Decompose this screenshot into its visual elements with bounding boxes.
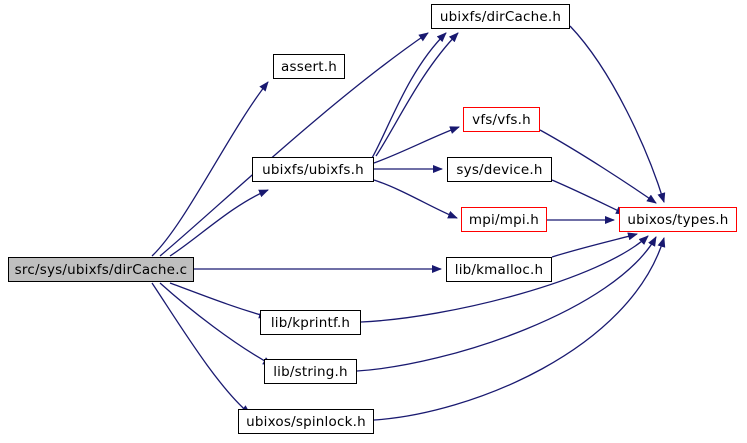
node-ubixos-spinlock-h[interactable]: ubixos/spinlock.h (238, 409, 374, 434)
node-label: lib/string.h (273, 363, 348, 380)
node-label: ubixos/spinlock.h (246, 413, 366, 430)
edge-kprintf-types (360, 235, 649, 323)
edge-root-string (159, 282, 273, 366)
node-ubixfs-ubixfs-h[interactable]: ubixfs/ubixfs.h (252, 157, 374, 182)
node-label: sys/device.h (456, 161, 543, 178)
edge-root-assert (151, 81, 269, 257)
node-label: ubixfs/ubixfs.h (262, 161, 364, 178)
node-lib-kmalloc-h[interactable]: lib/kmalloc.h (446, 257, 552, 282)
node-sys-device-h[interactable]: sys/device.h (447, 157, 552, 182)
node-label: src/sys/ubixfs/dirCache.c (14, 261, 188, 278)
node-assert-h[interactable]: assert.h (273, 54, 345, 79)
edge-root-kprintf (169, 282, 269, 319)
edge-vfs-types (539, 129, 657, 204)
edge-kmalloc-types (551, 232, 638, 258)
node-label: mpi/mpi.h (468, 211, 540, 228)
node-mpi-mpi-h[interactable]: mpi/mpi.h (461, 207, 547, 232)
edge-dircache-types (569, 25, 666, 203)
node-label: assert.h (281, 58, 337, 75)
edge-root-ubixfs (169, 189, 269, 257)
node-lib-string-h[interactable]: lib/string.h (264, 359, 357, 384)
node-label: ubixfs/dirCache.h (439, 8, 562, 25)
node-ubixos-types-h[interactable]: ubixos/types.h (619, 207, 737, 232)
node-lib-kprintf-h[interactable]: lib/kprintf.h (260, 310, 361, 335)
edge-root-spinlock (151, 282, 251, 415)
node-src-sys-ubixfs-dircache-c[interactable]: src/sys/ubixfs/dirCache.c (8, 257, 194, 282)
edge-ubixfs-mpi (373, 179, 458, 219)
edge-device-types (551, 179, 626, 215)
node-label: vfs/vfs.h (472, 111, 531, 128)
edge-ubixfs-dircache-alt (375, 32, 459, 157)
edge-root-dircache (159, 32, 429, 257)
edge-spinlock-types (373, 237, 666, 421)
node-ubixfs-dircache-h[interactable]: ubixfs/dirCache.h (431, 4, 570, 29)
node-vfs-vfs-h[interactable]: vfs/vfs.h (463, 107, 540, 132)
node-label: ubixos/types.h (627, 211, 729, 228)
node-label: lib/kprintf.h (270, 314, 351, 331)
edge-ubixfs-vfs (373, 126, 460, 164)
edge-string-types (356, 236, 657, 372)
node-label: lib/kmalloc.h (454, 261, 544, 278)
edge-ubixfs-dircache (371, 32, 447, 159)
